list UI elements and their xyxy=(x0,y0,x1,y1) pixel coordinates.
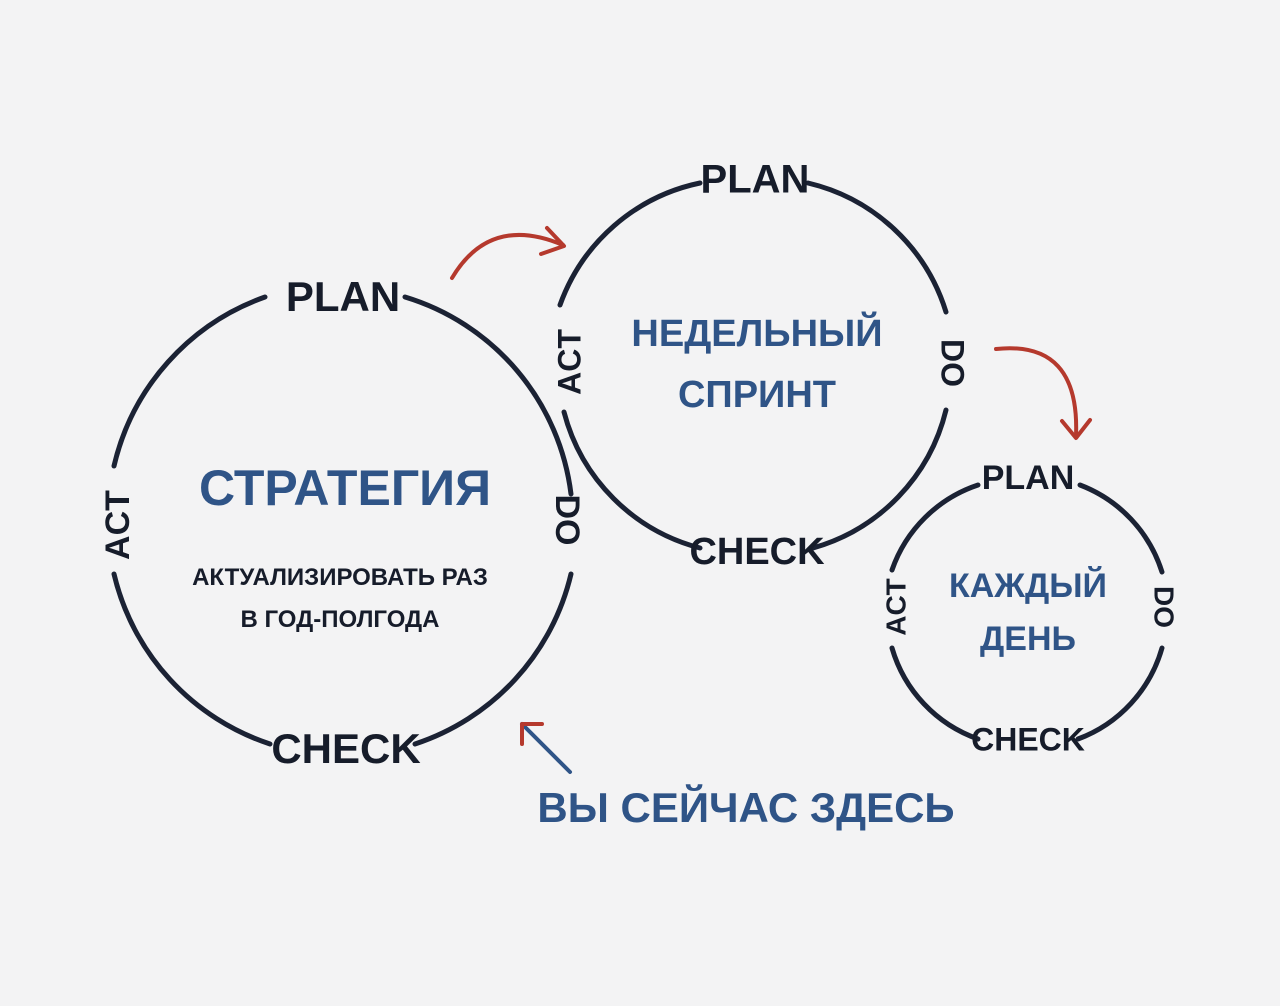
weekly-ring-bottom-left xyxy=(561,409,703,551)
weekly-title-line2: СПРИНТ xyxy=(678,374,836,416)
daily-title-line2: ДЕНЬ xyxy=(980,620,1076,658)
daily-ring-top-left xyxy=(889,482,981,573)
weekly-check-label: CHECK xyxy=(689,531,825,573)
strategy-cycle: PLAN CHECK ACT DO СТРАТЕГИЯ АКТУАЛИЗИРОВ… xyxy=(99,273,586,772)
weekly-ring-bottom-right xyxy=(810,407,949,551)
daily-check-label: CHECK xyxy=(971,721,1085,757)
daily-ring-bottom-right xyxy=(1075,645,1165,742)
weekly-plan-label: PLAN xyxy=(701,158,810,202)
daily-title-line1: КАЖДЫЙ xyxy=(949,566,1107,605)
daily-ring-top-right xyxy=(1077,482,1165,575)
daily-cycle: PLAN CHECK ACT DO КАЖДЫЙ ДЕНЬ xyxy=(880,459,1179,757)
strategy-ring-bottom-left xyxy=(111,571,273,747)
weekly-title-line1: НЕДЕЛЬНЫЙ xyxy=(631,310,882,355)
strategy-ring-top-right xyxy=(402,294,574,497)
daily-do-label: DO xyxy=(1149,586,1180,628)
curved-arrow-right-icon xyxy=(450,226,566,280)
weekly-ring-top-left xyxy=(557,180,703,308)
strategy-subtitle-line2: В ГОД-ПОЛГОДА xyxy=(241,606,440,633)
strategy-act-label: ACT xyxy=(99,490,137,560)
daily-ring-bottom-left xyxy=(889,645,981,742)
strategy-check-label: CHECK xyxy=(271,725,420,772)
strategy-title: СТРАТЕГИЯ xyxy=(199,460,491,516)
curved-arrow-down-icon xyxy=(994,346,1092,440)
strategy-plan-label: PLAN xyxy=(286,273,400,320)
arrow-up-left-icon xyxy=(520,722,572,774)
weekly-cycle: PLAN CHECK ACT DO НЕДЕЛЬНЫЙ СПРИНТ xyxy=(551,158,970,573)
weekly-act-label: ACT xyxy=(551,329,587,395)
you-are-here-label: ВЫ СЕЙЧАС ЗДЕСЬ xyxy=(537,783,954,831)
daily-act-label: ACT xyxy=(880,578,911,636)
weekly-ring-top-right xyxy=(805,180,949,315)
strategy-do-label: DO xyxy=(548,495,586,546)
strategy-ring-top-left xyxy=(111,294,268,469)
daily-plan-label: PLAN xyxy=(982,459,1075,497)
weekly-do-label: DO xyxy=(935,339,971,387)
strategy-subtitle-line1: АКТУАЛИЗИРОВАТЬ РАЗ xyxy=(192,564,488,591)
strategy-ring-bottom-right xyxy=(412,571,574,747)
